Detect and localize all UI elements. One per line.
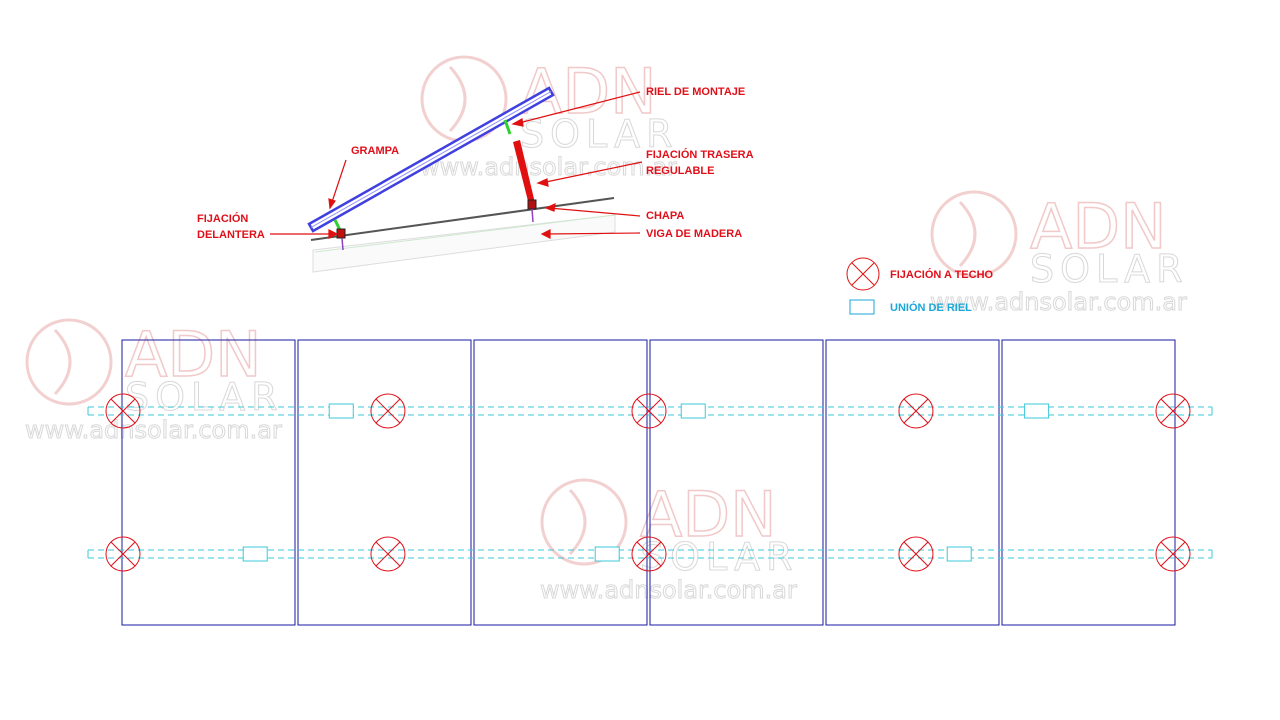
wood-beam [312,214,616,273]
roof-fixing-icon [631,536,667,572]
rear-adjustable-fixing [513,140,535,205]
watermark-url: www.adnsolar.com.ar [540,576,797,604]
legend-union: UNIÓN DE RIEL [890,301,972,314]
fixing-legend-icon [846,257,880,291]
roof-fixing-icon [1155,393,1191,429]
rail-union [328,403,354,419]
rail-union [680,403,706,419]
watermark-url: www.adnsolar.com.ar [25,416,282,444]
roof-fixing-icon [370,536,406,572]
layout-plan [87,339,1213,626]
solar-panel [825,339,1000,626]
label-fijacion: FIJACIÓN [197,212,248,225]
rear-foot [527,199,537,210]
roof-fixing-icon [105,536,141,572]
roof-fixing-icon [631,393,667,429]
label-riel: RIEL DE MONTAJE [646,86,745,98]
rail-union [1024,403,1050,419]
roof-fixing-icon [1155,536,1191,572]
watermark-solar: SOLAR [1030,247,1188,291]
rail-union [242,546,268,562]
front-fixing [336,228,346,239]
label-delantera: DELANTERA [197,229,265,241]
beam-top-edge [314,214,616,253]
watermarks: ADNSOLARwww.adnsolar.com.arADNSOLARwww.a… [25,54,1188,604]
logo-emblem-icon [930,190,1018,278]
rear-clamp [503,119,512,135]
label-chapa: CHAPA [646,210,684,222]
watermark-solar: SOLAR [125,375,283,419]
logo-emblem-icon [540,478,628,566]
rail-union [946,546,972,562]
front-screw [341,237,344,251]
roof-fixing-icon [370,393,406,429]
mounting-rail-plan [87,406,1213,416]
label-regulable: REGULABLE [646,165,714,177]
solar-panel [297,339,472,626]
solar-panel [1001,339,1176,626]
watermark-solar: SOLAR [640,535,798,579]
mounting-rail-plan [87,549,1213,559]
roof-fixing-icon [898,393,934,429]
callout-arrows [270,91,643,239]
rear-screw [531,208,534,223]
watermark-solar: SOLAR [520,112,678,156]
side-view: RIEL DE MONTAJE GRAMPA FIJACIÓN TRASERA … [197,86,754,273]
roof-fixing-icon [898,536,934,572]
logo-emblem-icon [25,318,113,406]
solar-panel [473,339,648,626]
watermark-brand: ADN [125,318,262,391]
roof-fixing-icon [105,393,141,429]
mounting-rail [307,86,555,233]
watermark-brand: ADN [1030,190,1167,263]
label-fijacion-trasera: FIJACIÓN TRASERA [646,148,754,161]
watermark-brand: ADN [640,478,777,551]
label-grampa: GRAMPA [351,145,399,157]
legend-fijacion: FIJACIÓN A TECHO [890,268,994,281]
union-legend-icon [849,299,875,315]
solar-panel [121,339,296,626]
legend: FIJACIÓN A TECHO UNIÓN DE RIEL [846,257,994,315]
rail-union [594,546,620,562]
watermark-url: www.adnsolar.com.ar [930,288,1187,316]
roof-sheet [310,197,615,241]
watermark-url: www.adnsolar.com.ar [420,153,677,181]
solar-panel [649,339,824,626]
label-viga: VIGA DE MADERA [646,228,742,240]
